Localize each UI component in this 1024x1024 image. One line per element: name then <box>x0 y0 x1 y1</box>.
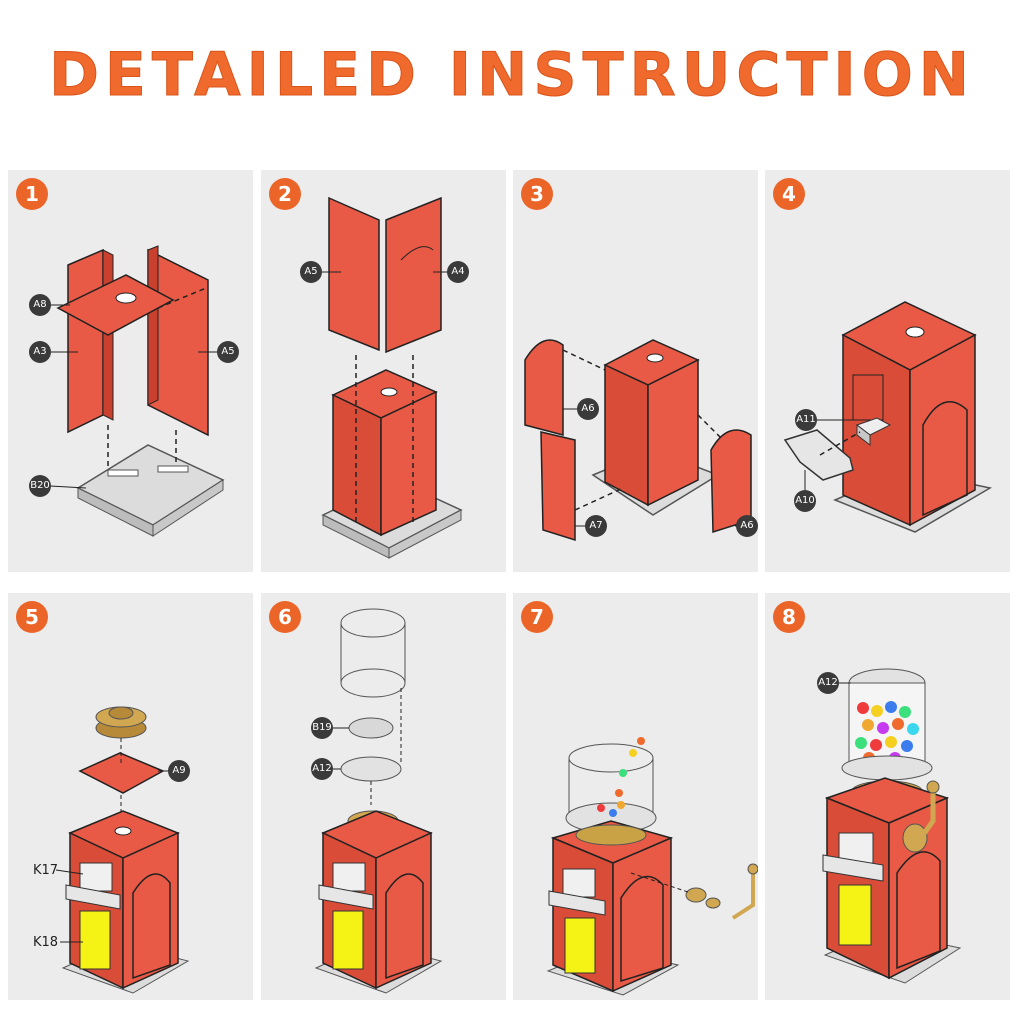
step-number: 6 <box>269 601 301 633</box>
part-label-k17: K17 <box>33 863 59 878</box>
step-number: 8 <box>773 601 805 633</box>
part-label-a8: A8 <box>29 294 51 316</box>
page-title: DETAILED INSTRUCTION <box>49 40 975 111</box>
part-label-a5: A5 <box>217 341 239 363</box>
step-8-illustration <box>822 668 962 984</box>
step-4-illustration <box>783 301 993 533</box>
part-label-a6-left: A6 <box>577 398 599 420</box>
part-label-a9: A9 <box>168 760 190 782</box>
part-label-a12: A12 <box>311 758 333 780</box>
step-2-panel: 2 A5 A4 <box>261 170 506 572</box>
part-label-b20: B20 <box>29 475 51 497</box>
step-6-panel: 6 B19 A12 <box>261 593 506 1000</box>
step-6-illustration <box>314 608 443 994</box>
part-label-a6-right: A6 <box>736 515 758 537</box>
step-7-illustration <box>546 737 758 996</box>
step-8-panel: 8 A12 <box>765 593 1010 1000</box>
part-label-a7: A7 <box>585 515 607 537</box>
step-2-illustration <box>321 196 463 559</box>
step-5-panel: 5 A9 K17 K18 <box>8 593 253 1000</box>
part-label-a10: A10 <box>794 490 816 512</box>
step-number: 1 <box>16 178 48 210</box>
part-label-a5: A5 <box>300 261 322 283</box>
step-1-panel: 1 A8 A3 A5 B20 <box>8 170 253 572</box>
step-5-illustration <box>55 706 190 994</box>
step-3-panel: 3 A6 A7 A6 <box>513 170 758 572</box>
step-number: 7 <box>521 601 553 633</box>
step-7-panel: 7 <box>513 593 758 1000</box>
step-number: 3 <box>521 178 553 210</box>
step-number: 2 <box>269 178 301 210</box>
step-4-panel: 4 A11 A10 <box>765 170 1010 572</box>
part-label-k18: K18 <box>33 935 59 950</box>
part-label-a11: A11 <box>795 409 817 431</box>
step-3-illustration <box>524 339 752 542</box>
part-label-b19: B19 <box>311 717 333 739</box>
step-1-illustration <box>49 245 225 537</box>
part-label-a4: A4 <box>447 261 469 283</box>
step-number: 4 <box>773 178 805 210</box>
part-label-a3: A3 <box>29 341 51 363</box>
step-number: 5 <box>16 601 48 633</box>
part-label-a12: A12 <box>817 672 839 694</box>
